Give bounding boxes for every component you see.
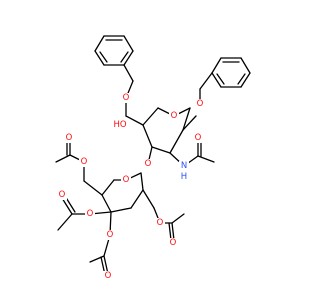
molecule-structure: O O O HO O N H O O O O O O O O O O bbox=[55, 35, 251, 281]
oxygen-atom-label: O bbox=[123, 93, 130, 103]
bond-layer bbox=[55, 35, 251, 276]
oxygen-atom-label: O bbox=[170, 238, 177, 248]
glycosidic-oxygen-label: O bbox=[145, 159, 152, 169]
oxygen-atom-label: O bbox=[171, 111, 178, 121]
oxygen-atom-label: O bbox=[123, 175, 130, 185]
oxygen-atom-label: O bbox=[81, 157, 88, 167]
oxygen-atom-label: O bbox=[197, 99, 204, 109]
atom-label-layer: O O O HO O N H O O O O O O O O O O bbox=[57, 93, 205, 281]
nitrogen-atom-label: N bbox=[181, 161, 187, 171]
amide-hydrogen-label: H bbox=[181, 172, 187, 182]
oxygen-atom-label: O bbox=[195, 133, 202, 143]
oxygen-atom-label: O bbox=[157, 218, 164, 228]
oxygen-atom-label: O bbox=[87, 209, 94, 219]
oxygen-atom-label: O bbox=[59, 190, 66, 200]
oxygen-atom-label: O bbox=[66, 133, 73, 143]
oxygen-atom-label: O bbox=[107, 230, 114, 240]
oxygen-atom-label: O bbox=[105, 271, 112, 281]
hydroxyl-label: HO bbox=[113, 120, 126, 130]
